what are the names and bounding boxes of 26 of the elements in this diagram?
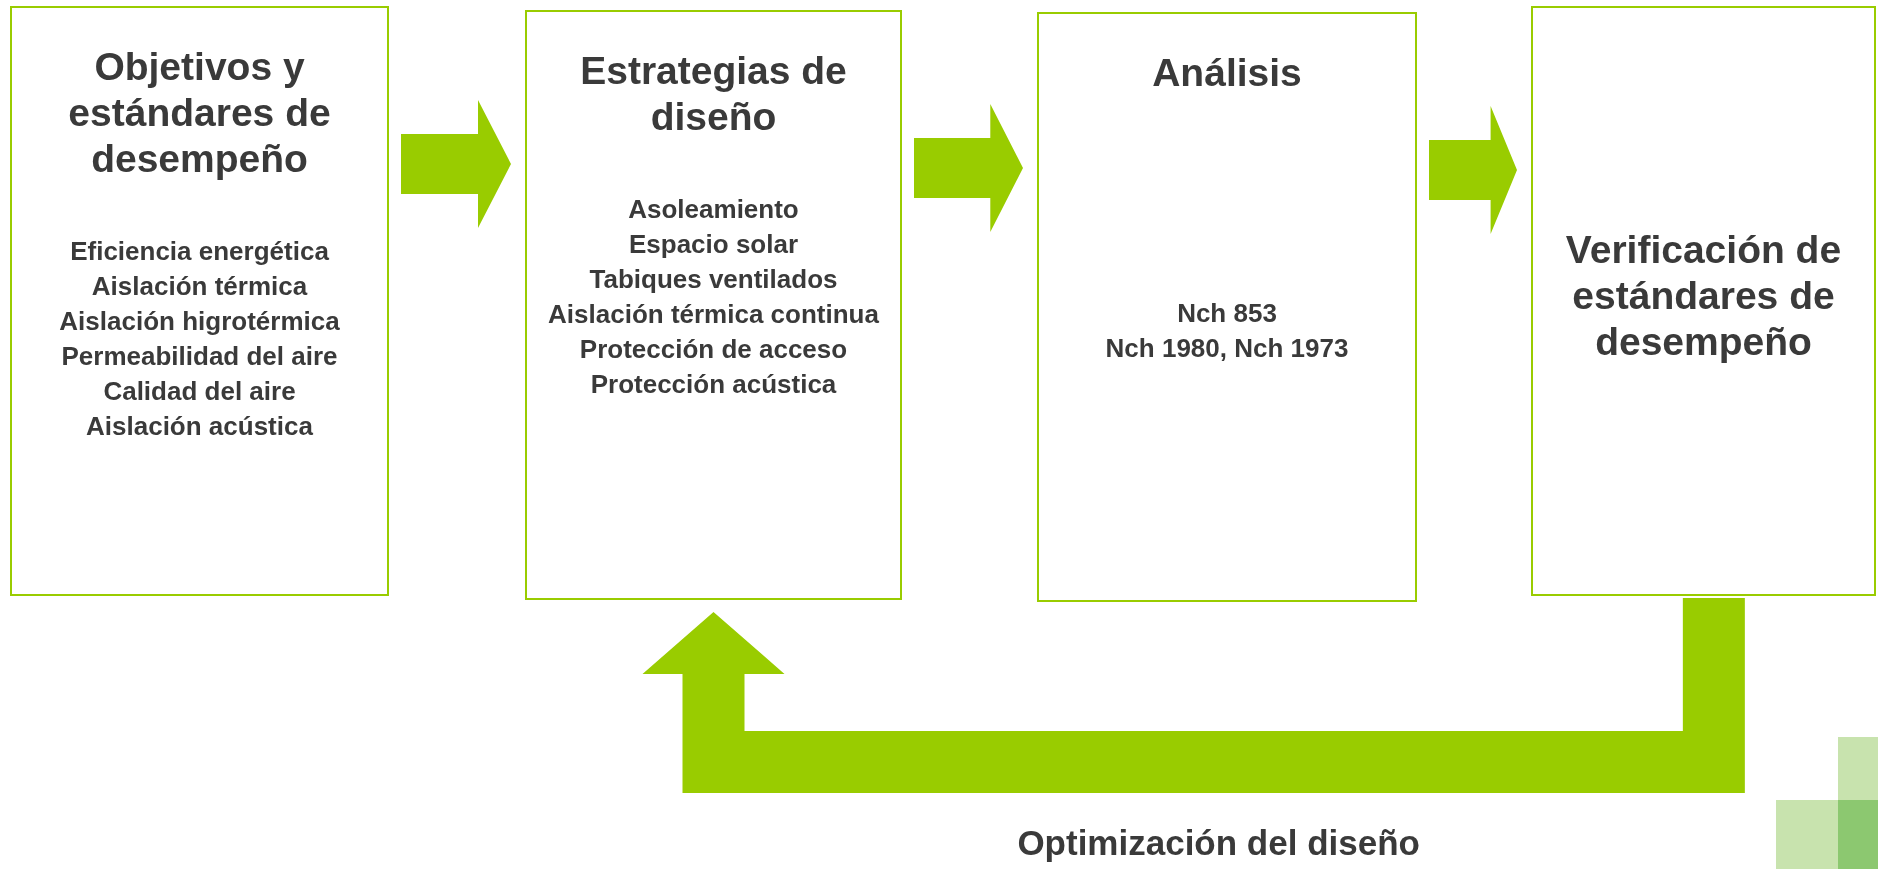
arrow bbox=[1429, 106, 1517, 234]
list-item: Nch 1980, Nch 1973 bbox=[1105, 332, 1349, 365]
list-item: Permeabilidad del aire bbox=[61, 340, 338, 373]
process-box bbox=[10, 6, 389, 596]
arrow bbox=[642, 598, 1745, 793]
process-box bbox=[1531, 6, 1876, 596]
list-item: Protección de acceso bbox=[579, 333, 848, 366]
process-box bbox=[525, 10, 902, 600]
list-item: Espacio solar bbox=[628, 228, 799, 261]
arrow bbox=[401, 100, 511, 228]
box-heading: Objetivos y estándares de desempeño bbox=[67, 44, 332, 182]
list-item: Asoleamiento bbox=[628, 193, 799, 226]
box-heading: Estrategias de diseño bbox=[579, 48, 848, 140]
list-item: Calidad del aire bbox=[103, 375, 296, 408]
list-item: Aislación higrotérmica bbox=[59, 305, 340, 338]
list-item: Eficiencia energética bbox=[70, 235, 329, 268]
list-item: Aislación térmica bbox=[91, 270, 308, 303]
list-item: Nch 853 bbox=[1177, 297, 1277, 330]
list-item: Aislación térmica continua bbox=[548, 298, 879, 331]
list-item: Tabiques ventilados bbox=[589, 263, 838, 296]
box-heading: Verificación de estándares de desempeño bbox=[1564, 227, 1843, 365]
arrow bbox=[914, 104, 1023, 232]
list-item: Protección acústica bbox=[590, 368, 837, 401]
process-box bbox=[1037, 12, 1417, 602]
box-heading: Análisis bbox=[1152, 50, 1302, 96]
list-item: Aislación acústica bbox=[86, 410, 313, 443]
